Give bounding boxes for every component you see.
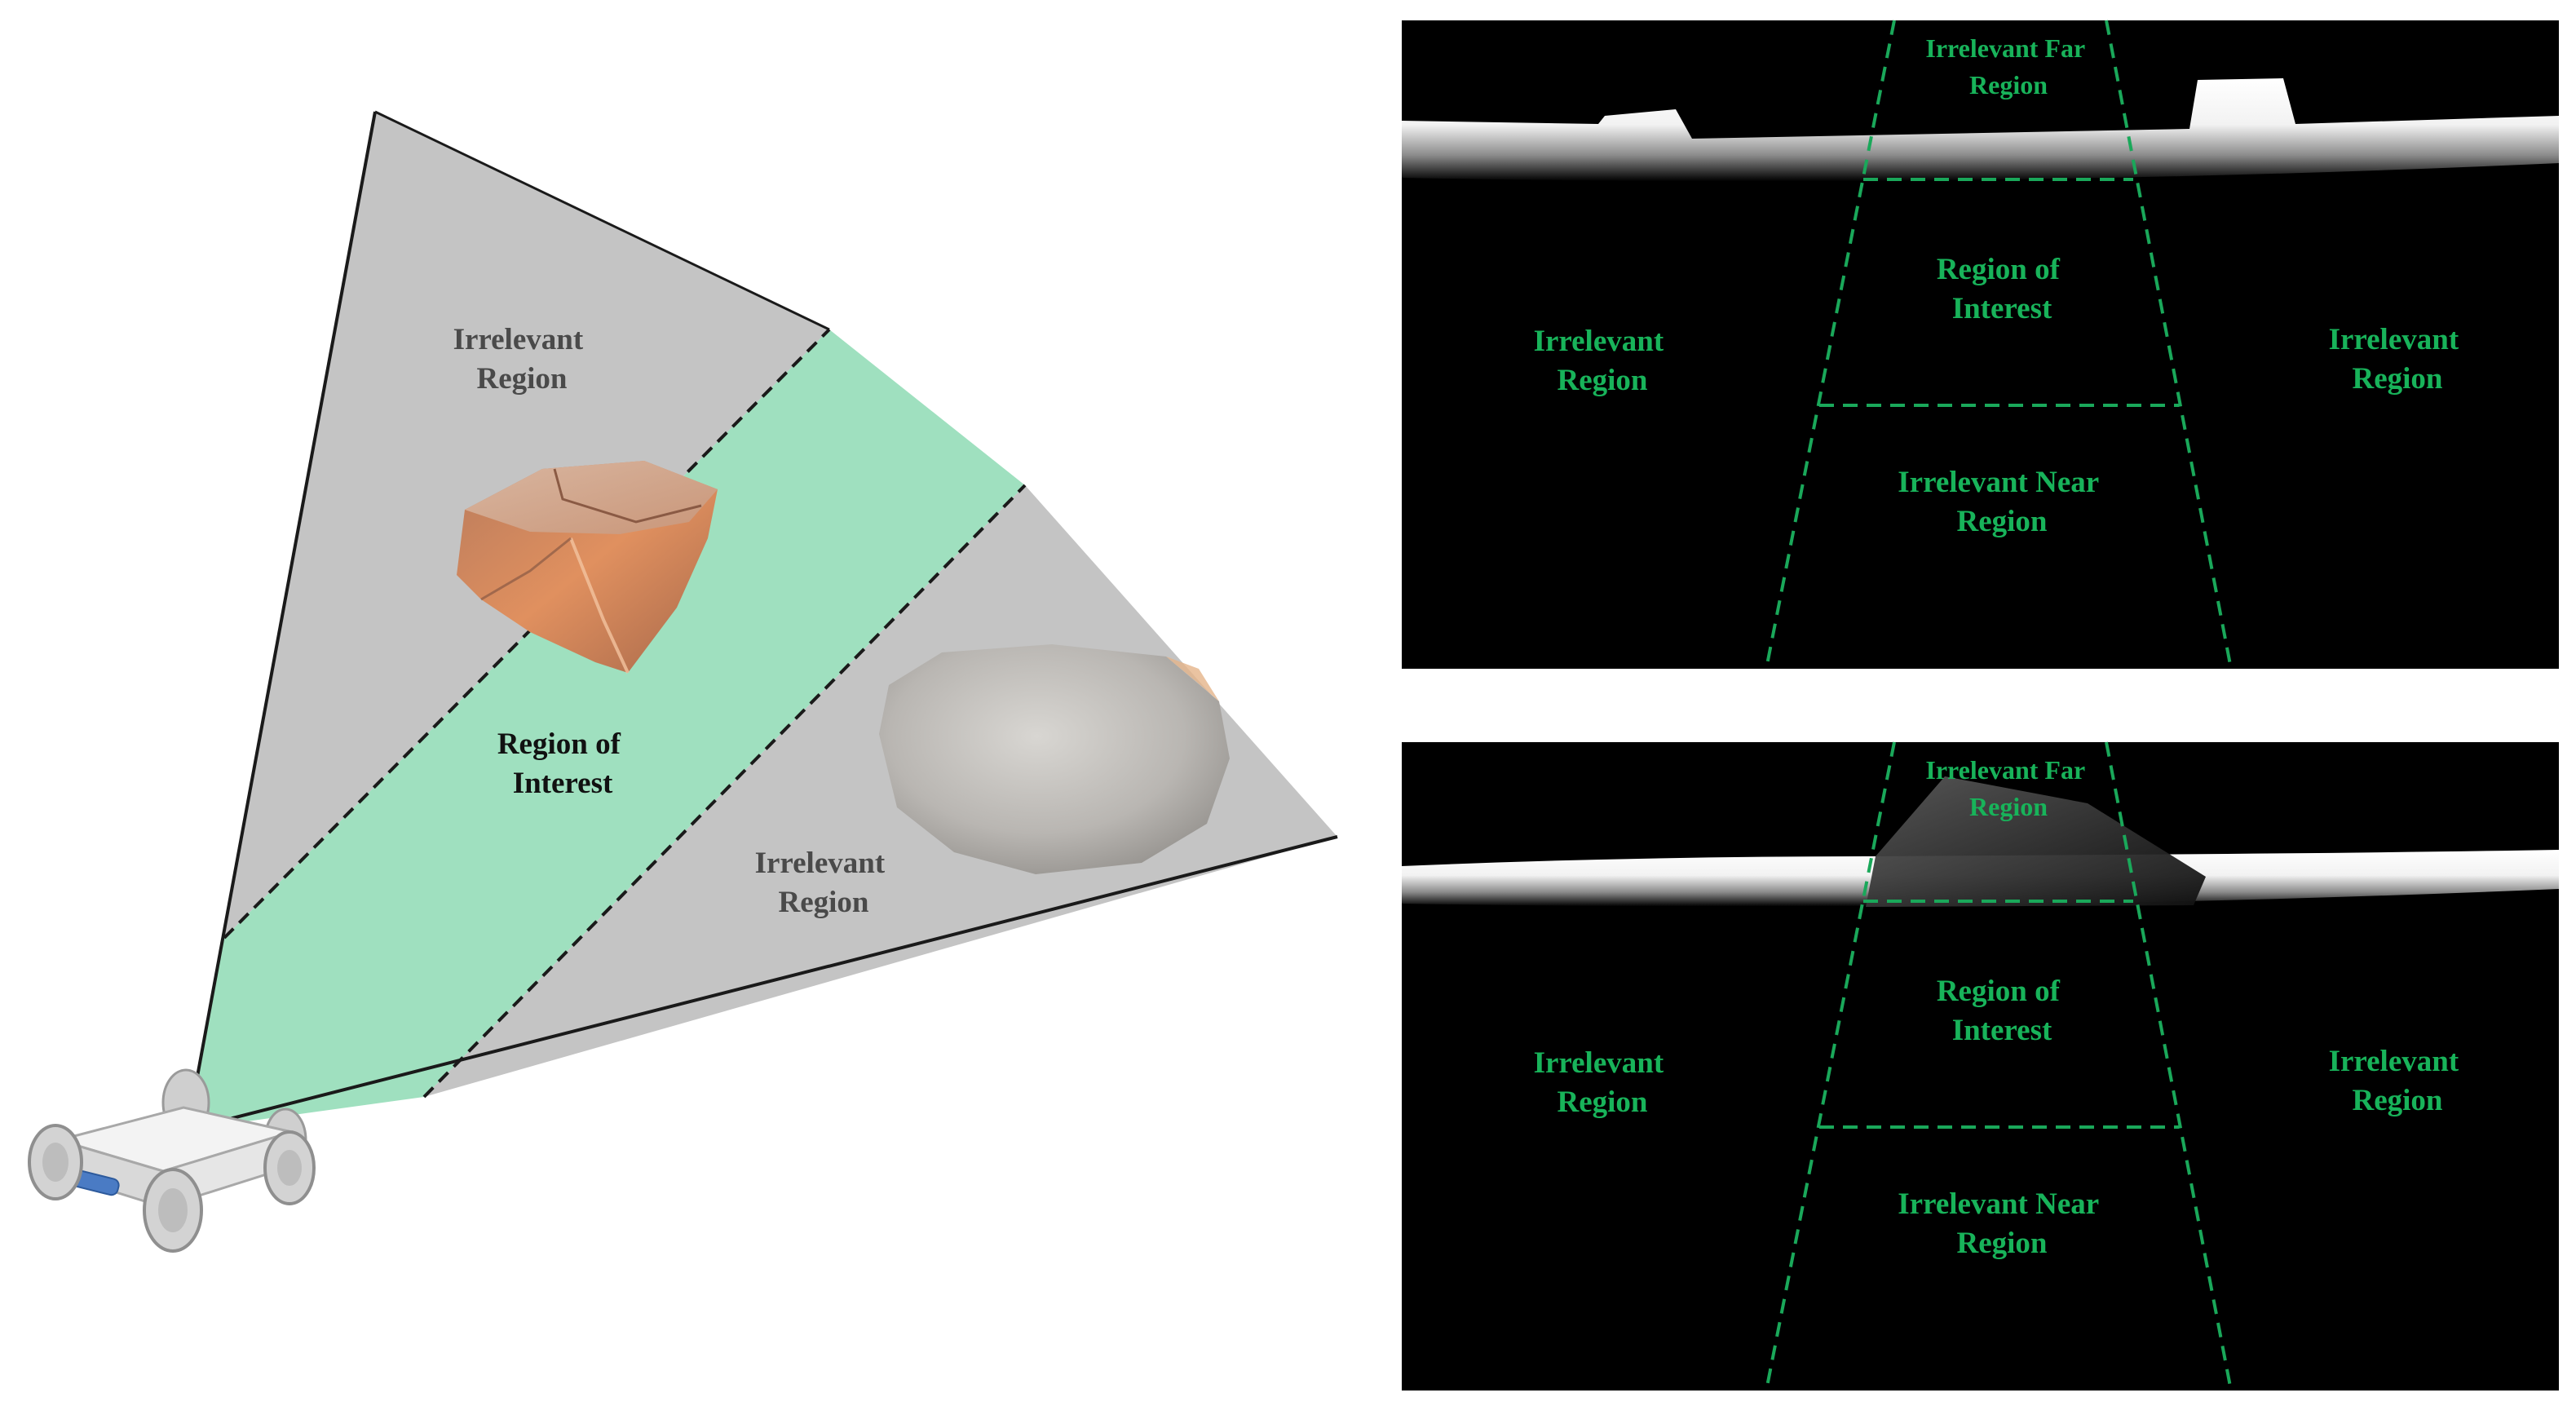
roi-label: Region of Interest xyxy=(497,727,628,800)
roi-wedge xyxy=(188,329,1025,1130)
fov-left-edge xyxy=(186,111,377,1130)
left-region-label: Irrelevant Region xyxy=(1534,325,1672,397)
far-region-label: Irrelevant Far Region xyxy=(1925,33,2091,99)
roi-boundary-top xyxy=(223,328,831,940)
gray-rock xyxy=(879,644,1230,874)
roi-region-label: Region of Interest xyxy=(1937,975,2067,1047)
top-irrelevant-wedge xyxy=(188,112,829,1130)
near-region-label: Irrelevant Near Region xyxy=(1898,466,2106,538)
horizon-band xyxy=(1402,78,2559,182)
right-region-label: Irrelevant Region xyxy=(2329,1045,2467,1117)
right-region-label: Irrelevant Region xyxy=(2329,323,2467,396)
roi-region-label: Region of Interest xyxy=(1937,253,2067,325)
bottom-irrelevant-wedge xyxy=(424,485,1337,1097)
far-region-label: Irrelevant Far Region xyxy=(1925,755,2091,821)
roi-boundary-bottom xyxy=(422,484,1027,1099)
fov-diagram: Irrelevant Region Region of Interest Irr… xyxy=(28,110,1338,1253)
obstacle xyxy=(1866,776,2206,907)
depth-panel-bottom: Irrelevant Far Region Region of Interest… xyxy=(1402,741,2559,1391)
bottom-irrelevant-label: Irrelevant Region xyxy=(755,847,893,919)
top-irrelevant-label: Irrelevant Region xyxy=(453,323,591,396)
fov-far-edge-top xyxy=(374,110,830,331)
pink-rock xyxy=(457,461,718,674)
near-region-label: Irrelevant Near Region xyxy=(1898,1187,2106,1260)
fov-right-edge xyxy=(187,835,1338,1131)
rover xyxy=(28,1068,316,1253)
left-region-label: Irrelevant Region xyxy=(1534,1046,1672,1119)
depth-panel-top: Irrelevant Far Region Region of Interest… xyxy=(1402,20,2559,669)
